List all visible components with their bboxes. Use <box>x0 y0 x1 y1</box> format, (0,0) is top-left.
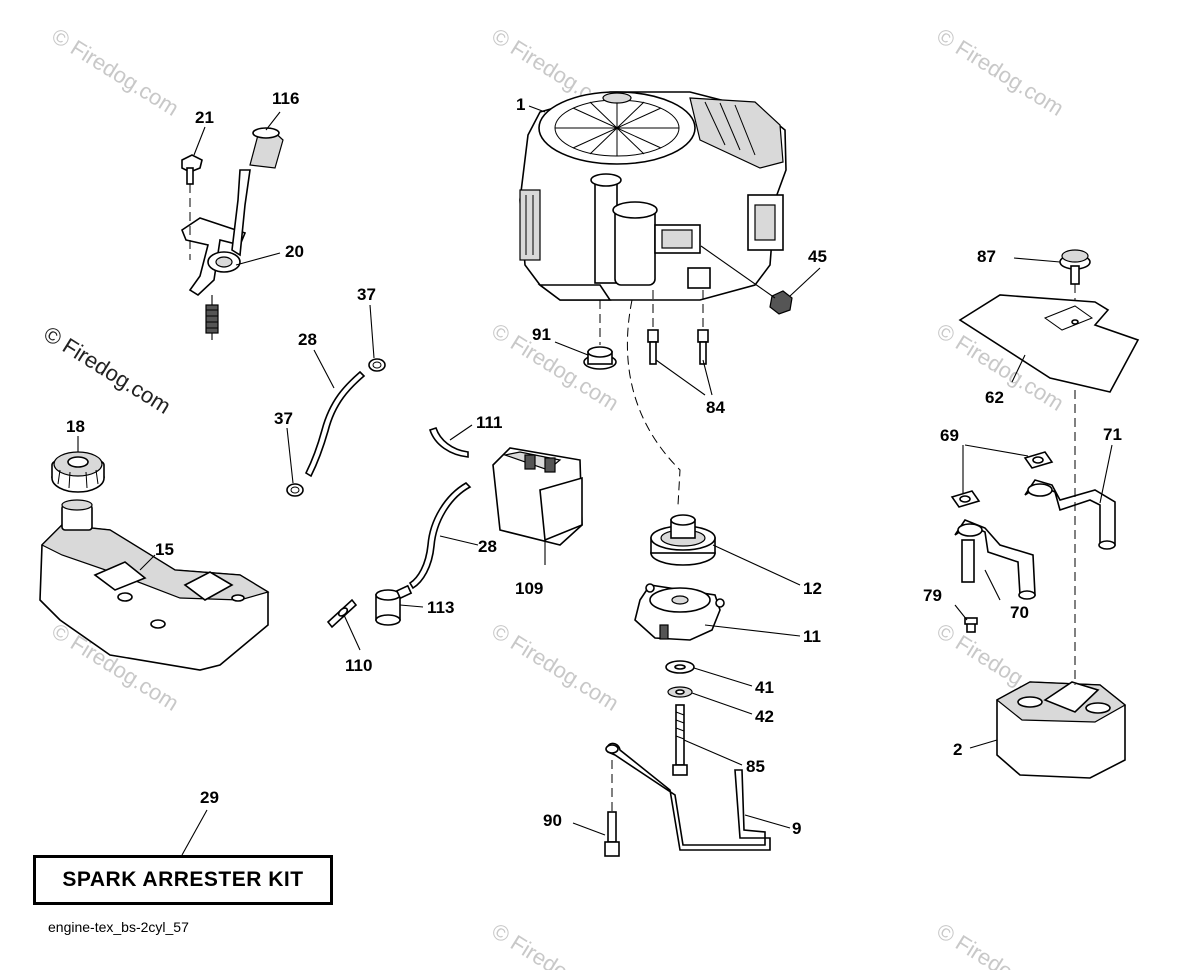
callout-37-bottom: 37 <box>274 409 293 428</box>
callout-2: 2 <box>953 740 962 759</box>
spark-arrester-kit-label: SPARK ARRESTER KIT <box>62 868 304 891</box>
callout-18: 18 <box>66 417 85 436</box>
callout-28-left: 28 <box>298 330 317 349</box>
callout-12: 12 <box>803 579 822 598</box>
spring-20 <box>205 295 219 340</box>
hose-111 <box>428 426 469 458</box>
callout-109: 109 <box>515 579 543 598</box>
washer-41 <box>665 660 695 674</box>
knob-bolt-87 <box>1059 249 1091 285</box>
callout-69: 69 <box>940 426 959 445</box>
diagram-code: engine-tex_bs-2cyl_57 <box>48 919 189 935</box>
spark-arrester-kit-box: SPARK ARRESTER KIT <box>33 855 333 905</box>
callout-91: 91 <box>532 325 551 344</box>
callout-87: 87 <box>977 247 996 266</box>
bushing-91 <box>583 346 617 370</box>
callout-20: 20 <box>285 242 304 261</box>
watermark-main: © Firedog.com <box>39 321 175 419</box>
clamp-37-top <box>368 358 386 372</box>
pulley-12 <box>650 514 716 566</box>
watermark: © Firedog.com <box>487 618 623 716</box>
engine <box>519 91 787 301</box>
watermark: © Firedog.com <box>932 918 1068 970</box>
callout-37-top: 37 <box>357 285 376 304</box>
callout-labels: 1 2 9 11 12 15 18 20 21 28 28 29 37 37 4… <box>66 89 1122 838</box>
hose-28-left <box>304 370 366 478</box>
callout-85: 85 <box>746 757 765 776</box>
callout-41: 41 <box>755 678 774 697</box>
callout-84: 84 <box>706 398 725 417</box>
fitting-113 <box>375 584 413 626</box>
watermark: © Firedog.com <box>47 23 183 121</box>
callout-11: 11 <box>803 627 821 646</box>
clamp-37-bottom <box>286 483 304 497</box>
callout-1: 1 <box>516 95 525 114</box>
knob-116 <box>249 127 284 169</box>
exhaust-pipe-70 <box>954 519 1036 600</box>
heat-shield-62 <box>958 294 1140 393</box>
callout-28-center: 28 <box>478 537 497 556</box>
callout-9: 9 <box>792 819 801 838</box>
callout-45: 45 <box>808 247 827 266</box>
callout-71: 71 <box>1103 425 1122 444</box>
bolt-79 <box>964 617 978 633</box>
hose-28-center <box>408 482 472 590</box>
callout-116: 116 <box>272 89 299 108</box>
callout-15: 15 <box>155 540 174 559</box>
callout-42: 42 <box>755 707 774 726</box>
connector-110 <box>326 598 358 629</box>
callout-79: 79 <box>923 586 942 605</box>
rod-9 <box>605 742 771 851</box>
muffler-2 <box>995 681 1127 779</box>
fuel-tank-15 <box>39 499 270 671</box>
callout-90: 90 <box>543 811 562 830</box>
callout-21: 21 <box>195 108 214 127</box>
nut-45 <box>769 290 793 315</box>
engine-fan-grille <box>555 100 679 156</box>
bolt-90 <box>604 760 620 857</box>
callout-110: 110 <box>345 656 372 675</box>
throttle-bracket-20 <box>181 169 251 297</box>
gasket-69-a <box>1023 451 1054 469</box>
watermark: © Firedog.com <box>487 918 623 970</box>
callout-111: 111 <box>476 413 503 432</box>
bolt-84 <box>647 290 709 365</box>
clutch-11 <box>634 583 725 641</box>
washer-42 <box>667 686 693 698</box>
fuel-filter-109 <box>492 447 583 546</box>
bolt-21 <box>181 154 203 260</box>
exhaust-pipe-71 <box>1024 479 1116 550</box>
fuel-cap-18 <box>51 451 105 493</box>
gasket-69-b <box>950 490 981 508</box>
callout-62: 62 <box>985 388 1004 407</box>
callout-113: 113 <box>427 598 454 617</box>
callout-29: 29 <box>200 788 219 807</box>
callout-70: 70 <box>1010 603 1029 622</box>
watermark: © Firedog.com <box>932 23 1068 121</box>
bolt-85 <box>672 704 688 776</box>
